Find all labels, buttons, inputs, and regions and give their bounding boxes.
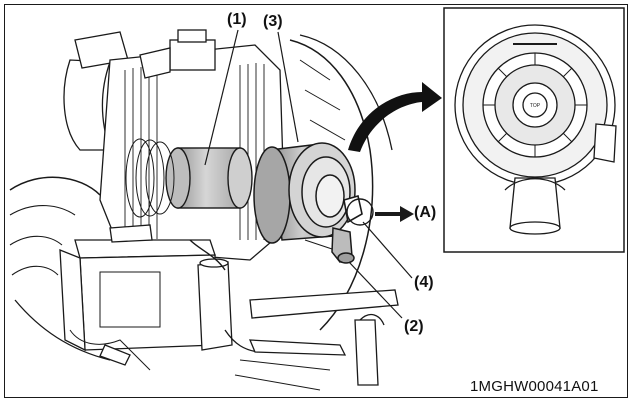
inset-detail: TOP xyxy=(443,7,625,253)
inset-center-logo: TOP xyxy=(530,103,541,109)
inset-pointer-arrow xyxy=(348,82,442,152)
callout-1: (1) xyxy=(227,11,247,28)
air-cleaner-element xyxy=(125,138,253,218)
callout-2: (2) xyxy=(404,318,424,335)
leader-lines xyxy=(204,29,413,319)
callout-3: (3) xyxy=(263,13,283,30)
callout-a: (A) xyxy=(414,204,437,221)
callout-4: (4) xyxy=(414,274,434,291)
air-cleaner-cover xyxy=(253,142,363,264)
figure-code: 1MGHW00041A01 xyxy=(470,378,599,395)
direction-arrow-a xyxy=(346,198,414,226)
